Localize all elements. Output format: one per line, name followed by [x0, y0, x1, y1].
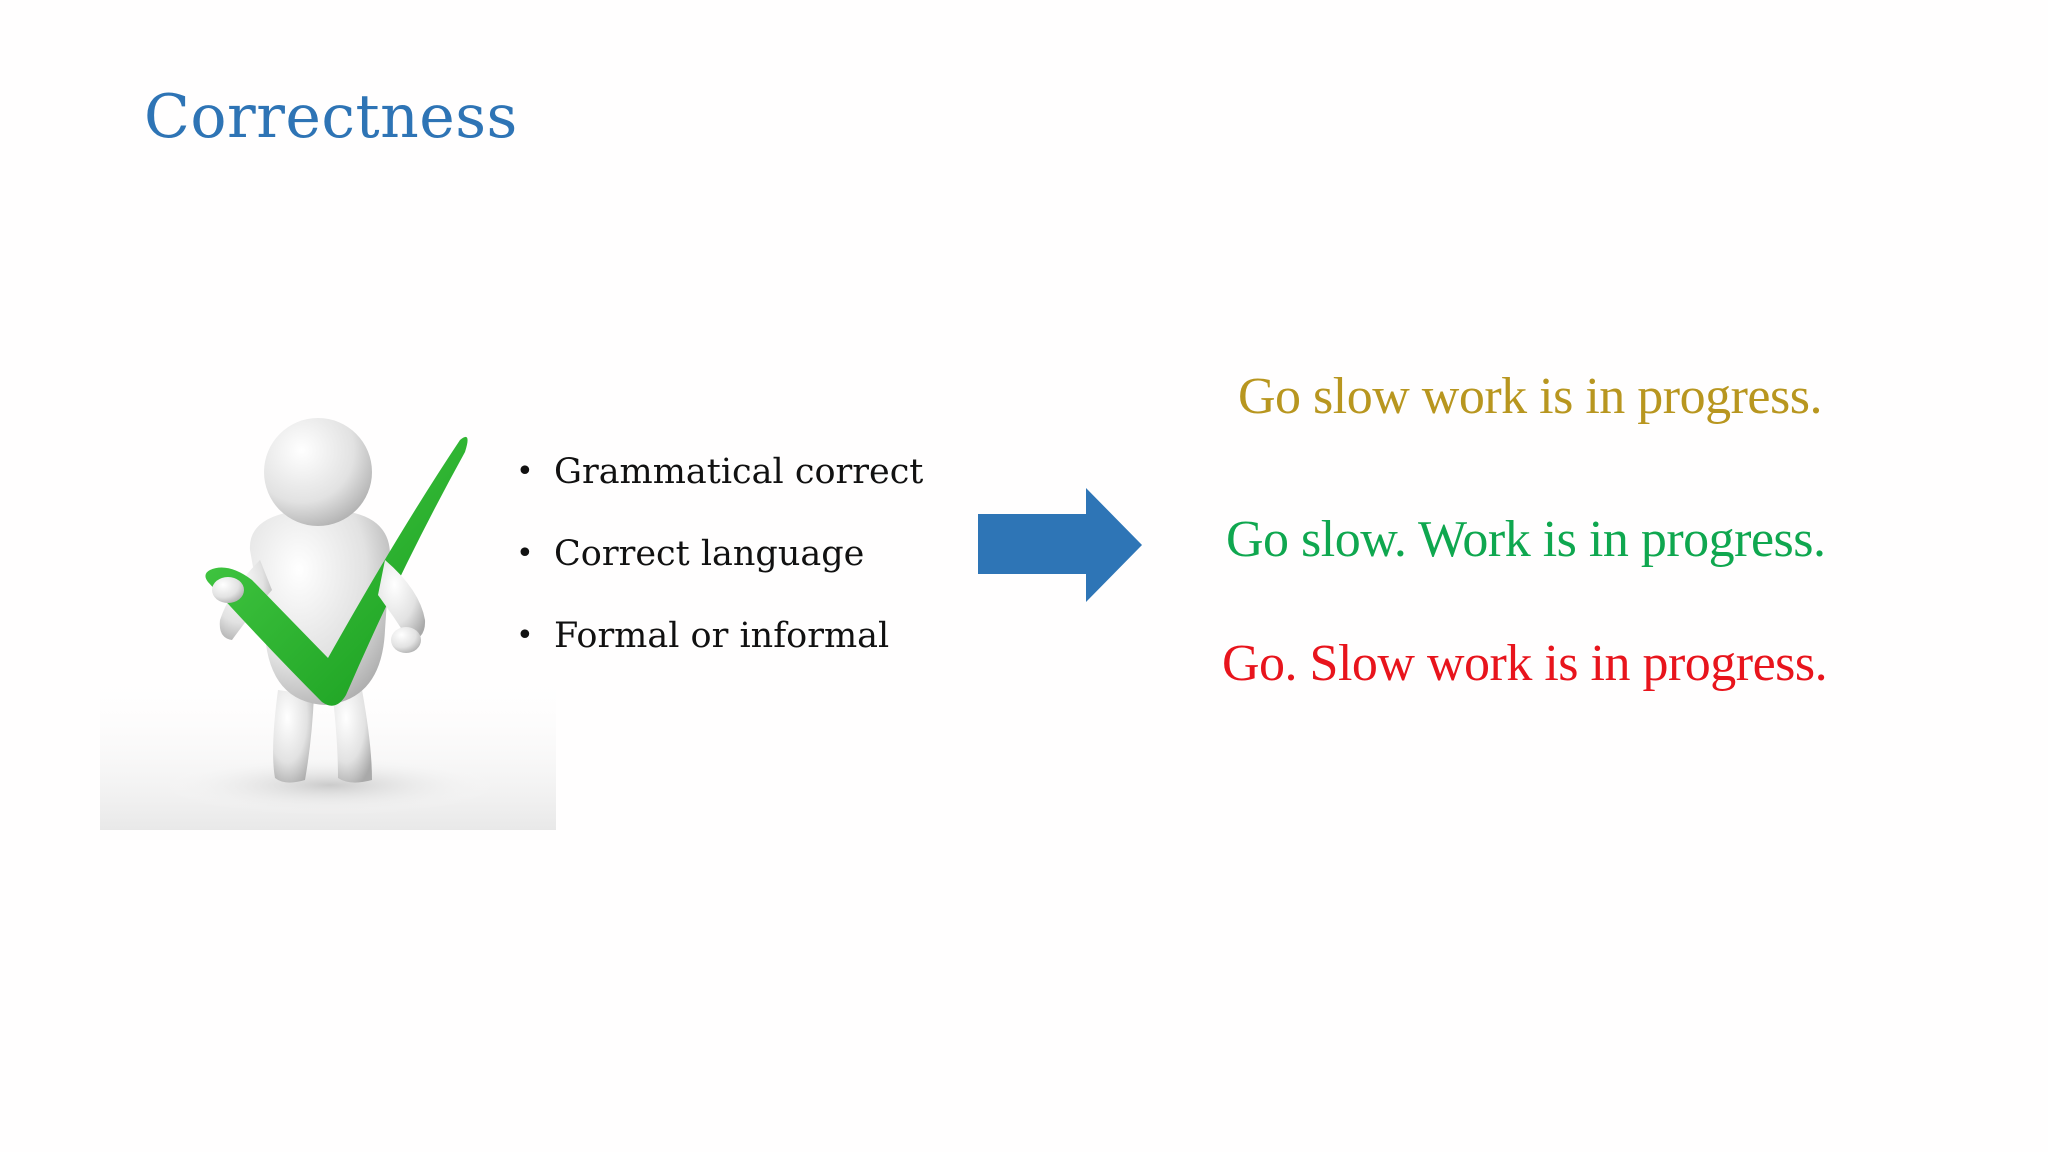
- bullet-text: Correct language: [554, 534, 865, 574]
- bullet-dot-icon: •: [516, 454, 534, 489]
- person-holding-checkmark-icon: [100, 418, 556, 830]
- bullet-list: • Grammatical correct • Correct language…: [512, 442, 923, 688]
- bullet-text: Grammatical correct: [554, 452, 924, 492]
- phrase-no-punctuation: Go slow work is in progress.: [1238, 368, 1822, 425]
- bullet-dot-icon: •: [516, 536, 534, 571]
- right-arrow-icon: [978, 488, 1142, 602]
- bullet-dot-icon: •: [516, 618, 534, 653]
- bullet-item: • Grammatical correct: [512, 442, 923, 524]
- bullet-item: • Correct language: [512, 524, 923, 606]
- bullet-text: Formal or informal: [554, 616, 890, 656]
- slide-title: Correctness: [144, 82, 518, 152]
- phrase-incorrect: Go. Slow work is in progress.: [1222, 635, 1828, 692]
- bullet-item: • Formal or informal: [512, 606, 923, 688]
- phrase-correct: Go slow. Work is in progress.: [1226, 511, 1826, 568]
